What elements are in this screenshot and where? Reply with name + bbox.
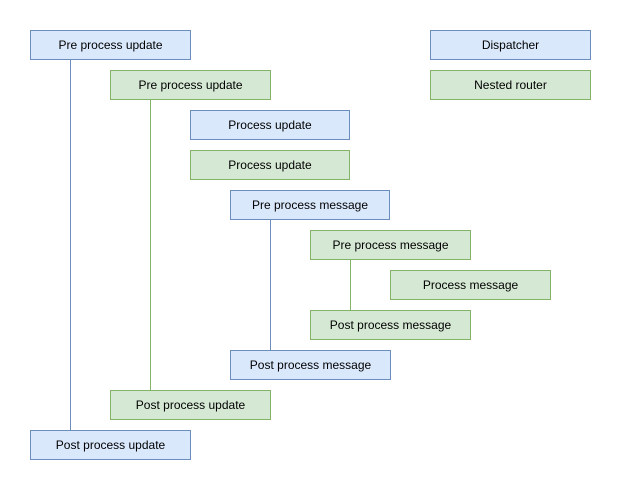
node-post-process-update-green: Post process update [110, 390, 271, 420]
node-pre-process-message-green: Pre process message [310, 230, 471, 260]
connector-process-message-green [350, 260, 351, 310]
connector-process-message-blue [270, 220, 271, 350]
node-pre-process-message-blue: Pre process message [230, 190, 390, 220]
node-pre-process-update-green: Pre process update [110, 70, 271, 100]
node-pre-process-update-blue: Pre process update [30, 30, 191, 60]
node-dispatcher: Dispatcher [430, 30, 591, 60]
node-nested-router: Nested router [430, 70, 591, 100]
node-post-process-message-green: Post process message [310, 310, 471, 340]
node-post-process-update-blue: Post process update [30, 430, 191, 460]
node-process-update-green: Process update [190, 150, 350, 180]
node-process-update-blue: Process update [190, 110, 350, 140]
connector-process-update-blue [70, 60, 71, 430]
connector-process-update-green [150, 100, 151, 390]
node-process-message-green: Process message [390, 270, 551, 300]
node-post-process-message-blue: Post process message [230, 350, 391, 380]
